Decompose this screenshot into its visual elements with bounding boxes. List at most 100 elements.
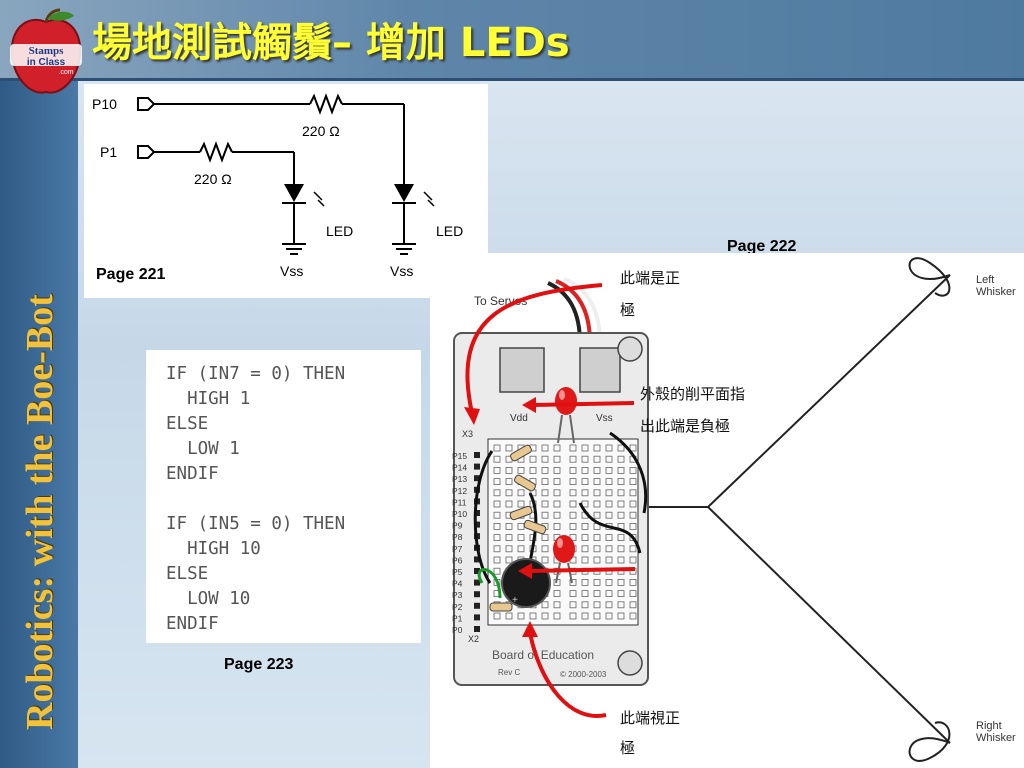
breadboard-hole [593,534,601,542]
pin-label: P5 [452,567,463,577]
breadboard-hole [569,578,577,586]
pin-socket [474,521,480,528]
breadboard-hole [629,578,637,586]
breadboard-hole [617,590,625,598]
breadboard-hole [617,534,625,542]
sidebar-title: Robotics: with the Boe-Bot [19,294,61,730]
breadboard-hole [629,601,637,609]
resistor-top-value: 220 Ω [302,123,340,139]
breadboard-hole [541,466,549,474]
pin-socket [474,579,480,586]
piezo-speaker [501,558,551,608]
pin-label: P8 [452,532,463,542]
led-right-symbol [394,184,414,202]
breadboard-hole [569,522,577,530]
breadboard-hole [593,489,601,497]
breadboard-hole [581,522,589,530]
breadboard-hole [493,556,501,564]
pin-socket [474,591,480,598]
breadboard-hole [629,511,637,519]
breadboard-hole [593,601,601,609]
breadboard-hole [569,500,577,508]
title-divider [0,78,1024,81]
pin-label: P6 [452,555,463,565]
breadboard-hole [529,612,537,620]
breadboard-hole [517,489,525,497]
breadboard-hole [493,500,501,508]
breadboard-hole [617,455,625,463]
breadboard-hole [529,455,537,463]
breadboard-hole [629,466,637,474]
breadboard-hole [541,511,549,519]
breadboard-hole [581,590,589,598]
title-bar [0,0,1024,78]
pin-p1-label: P1 [100,144,117,160]
breadboard-hole [553,522,561,530]
arrow-flat-side [533,401,635,407]
pin-label: P3 [452,590,463,600]
led-schematic: P10 P1 220 Ω 220 Ω LED Vss LED Vss Page … [84,84,488,298]
breadboard-hole [593,455,601,463]
breadboard-hole [493,612,501,620]
breadboard-hole [505,545,513,553]
pin-label: P2 [452,602,463,612]
breadboard-hole [493,455,501,463]
board-page-label: Page 222 [727,238,797,255]
breadboard-hole [569,455,577,463]
pin-label: P0 [452,625,463,635]
breadboard-hole [553,478,561,486]
breadboard-hole [605,478,613,486]
note-view-line1: 此端視正 [620,709,680,727]
breadboard-hole [517,500,525,508]
note-view-line2: 極 [620,739,635,757]
breadboard-hole [541,489,549,497]
breadboard-hole [493,534,501,542]
breadboard-hole [553,601,561,609]
breadboard-hole [505,534,513,542]
breadboard-hole [593,478,601,486]
breadboard-hole [617,511,625,519]
breadboard-hole [593,466,601,474]
breadboard-hole [605,489,613,497]
schematic-page-label: Page 221 [96,266,165,283]
pin-label: P13 [452,474,467,484]
logo-text-mid: in Class [27,57,66,68]
pin-socket [474,568,480,574]
pin-label: P1 [452,613,463,623]
breadboard-hole [617,545,625,553]
code-page-label: Page 223 [224,656,294,673]
breadboard-hole [605,578,613,586]
breadboard-hole [541,534,549,542]
pin-label: P11 [452,497,467,507]
breadboard-hole [541,545,549,553]
note-flat-line2: 出此端是負極 [640,417,730,435]
breadboard-hole [493,466,501,474]
breadboard-hole [553,511,561,519]
pin-label: P14 [452,463,467,473]
breadboard-hole [629,500,637,508]
breadboard-hole [493,444,501,452]
pin-p10-label: P10 [92,96,117,112]
pin-socket [474,463,480,470]
led-left-symbol [284,184,304,202]
breadboard-hole [569,478,577,486]
breadboard-hole [493,522,501,530]
pin-label: P10 [452,509,467,519]
right-whisker-wire [707,506,951,744]
breadboard-hole [617,478,625,486]
breadboard-hole [605,455,613,463]
breadboard-hole [617,444,625,452]
breadboard-hole [629,534,637,542]
breadboard-hole [593,578,601,586]
breadboard-hole [541,500,549,508]
code-listing: IF (IN7 = 0) THEN HIGH 1 ELSE LOW 1 ENDI… [166,364,346,634]
breadboard-hole [593,556,601,564]
breadboard-hole [505,556,513,564]
x2-label: X2 [468,634,479,644]
vss-left-label: Vss [280,263,303,279]
breadboard-hole [605,556,613,564]
breadboard-hole [605,534,613,542]
left-sidebar [0,78,78,768]
breadboard-hole [553,590,561,598]
